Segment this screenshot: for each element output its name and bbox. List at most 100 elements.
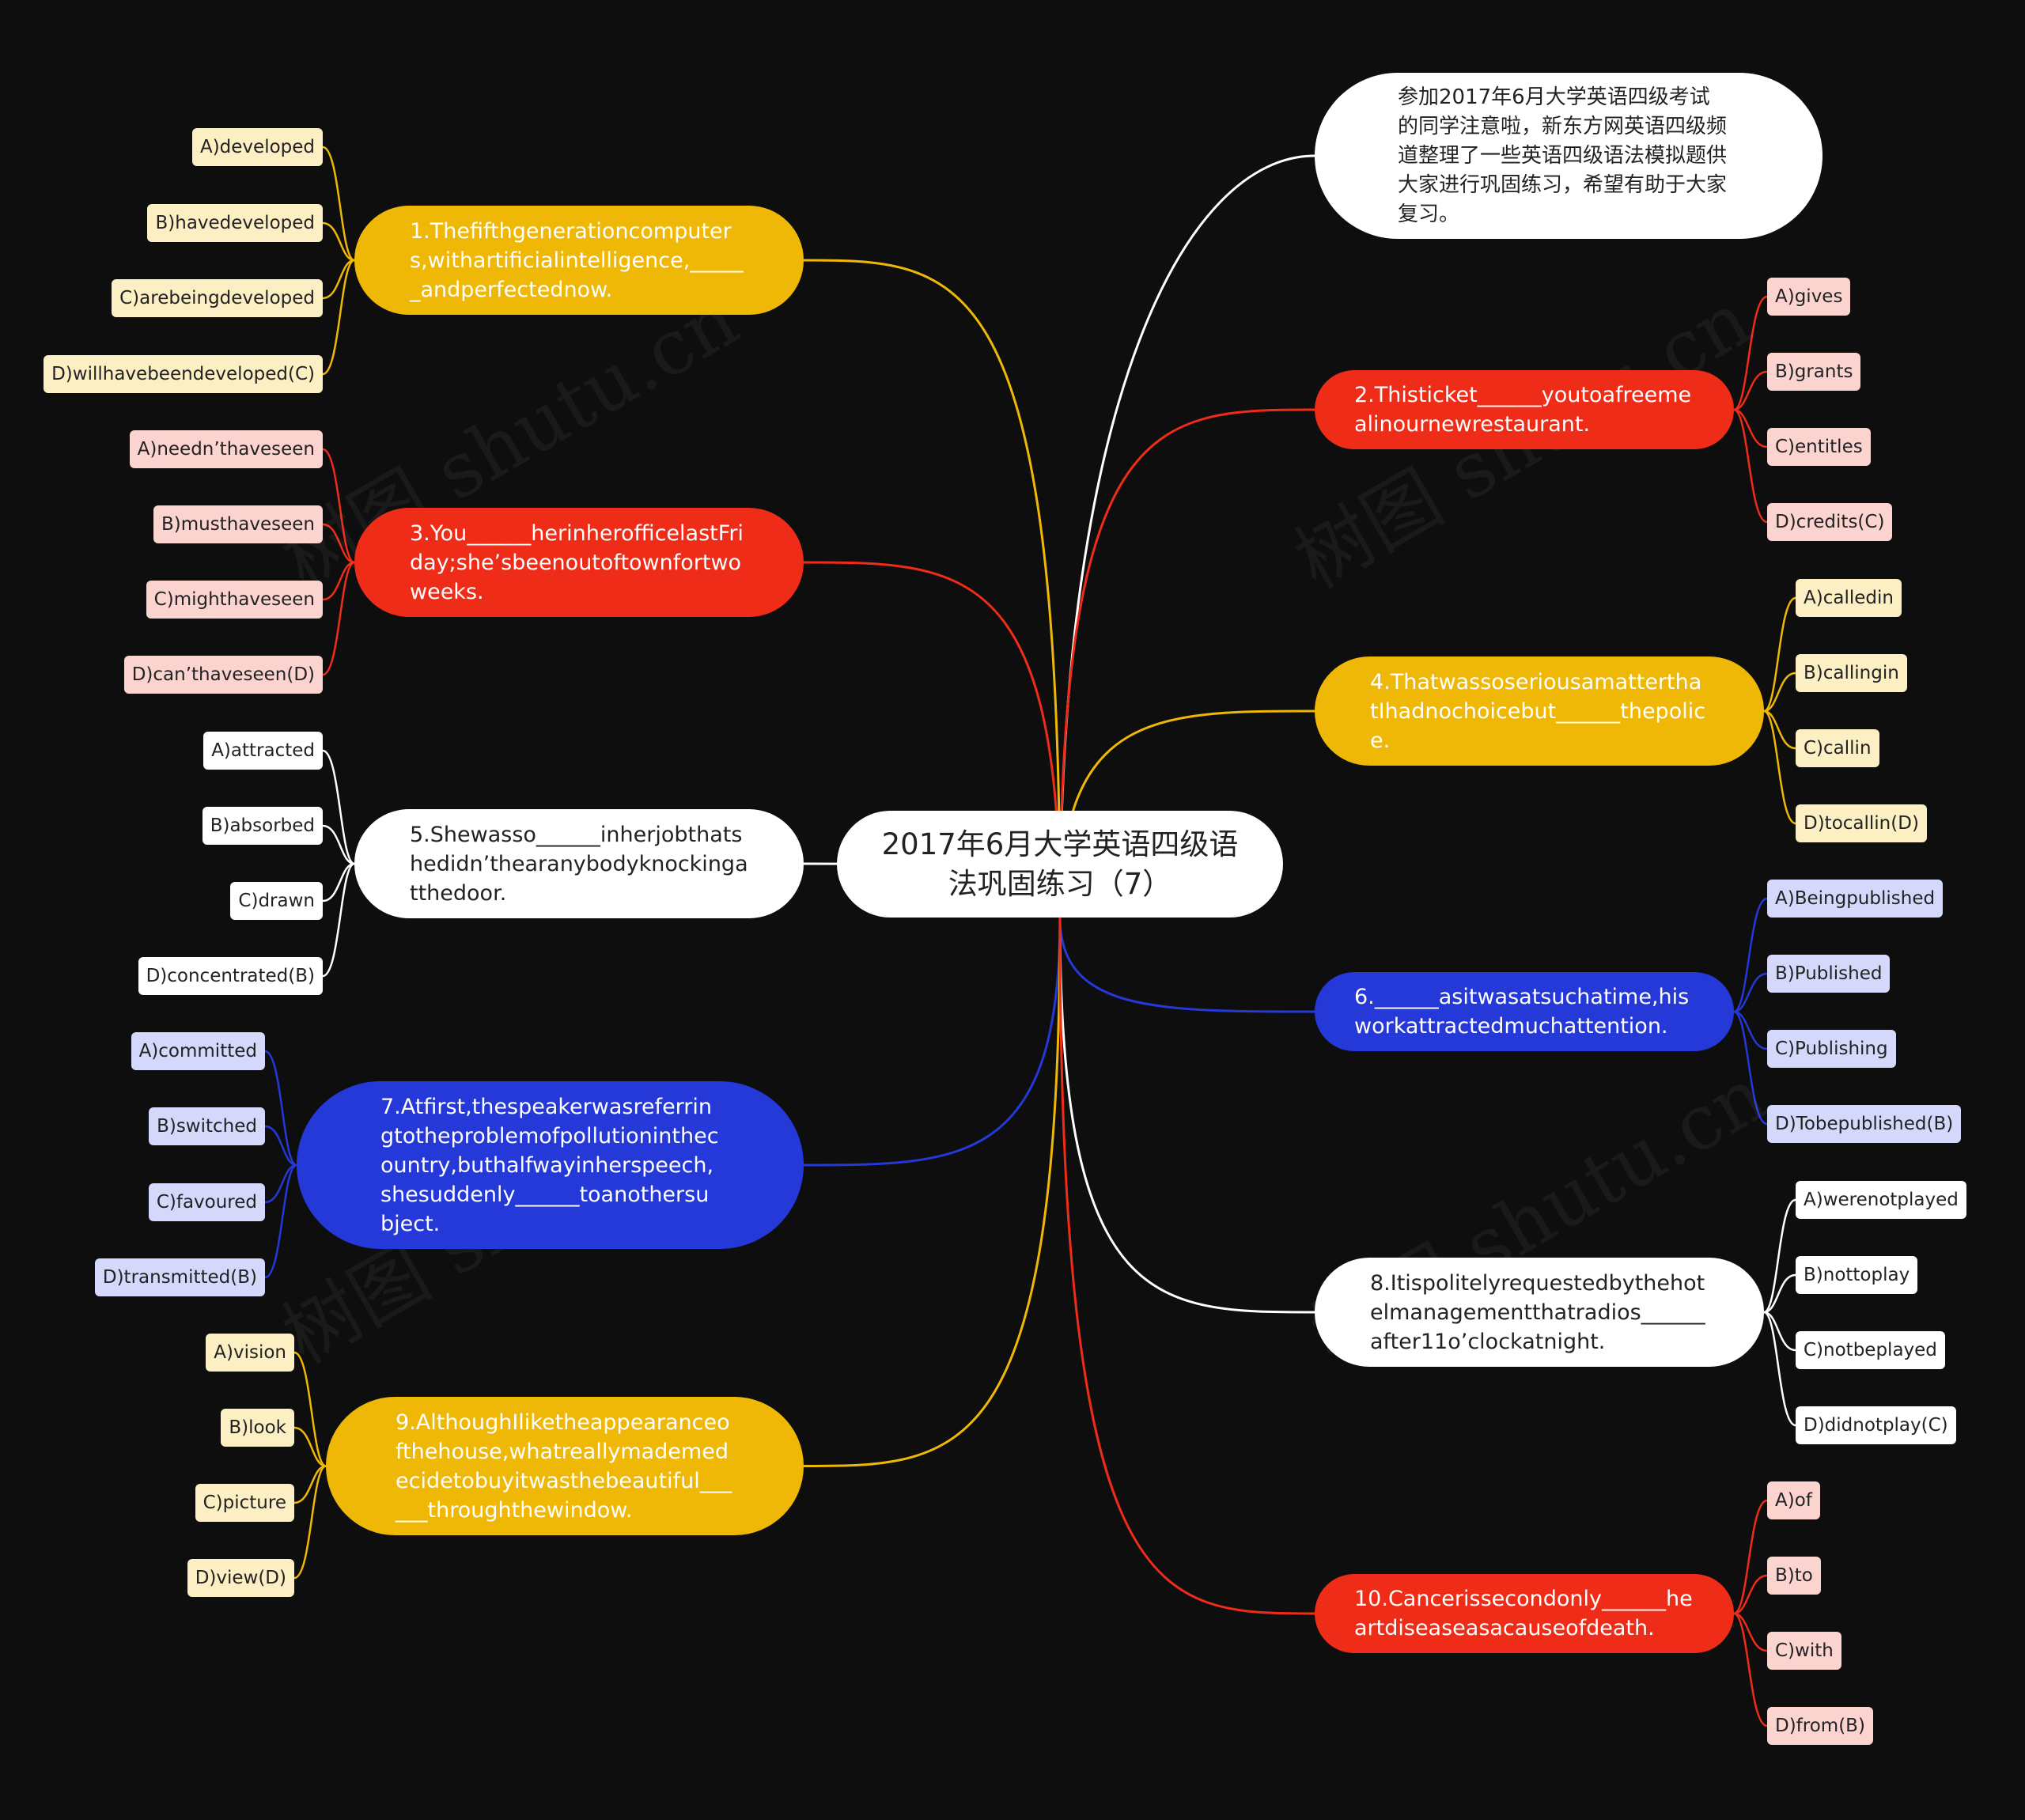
connector-option-6-2 (1733, 1010, 1768, 1050)
connector-question-6 (1058, 917, 1315, 1013)
connector-question-9 (803, 917, 1062, 1467)
connector-option-1-0 (322, 146, 355, 262)
option-2-c[interactable]: C)entitles (1767, 428, 1871, 466)
option-8-c[interactable]: C)notbeplayed (1796, 1331, 1945, 1369)
connector-option-6-0 (1733, 897, 1768, 1013)
question-text-1: 1.Thefifthgenerationcomputers,withartifi… (410, 218, 744, 302)
option-9-d[interactable]: D)view(D) (187, 1559, 294, 1597)
option-1-b[interactable]: B)havedeveloped (147, 204, 323, 242)
option-4-d[interactable]: D)tocallin(D) (1796, 804, 1927, 842)
option-10-a[interactable]: A)of (1767, 1481, 1820, 1519)
question-node-3[interactable]: 3.You______herinherofficelastFriday;she’… (354, 508, 804, 617)
connector-option-1-1 (322, 221, 355, 262)
option-7-c[interactable]: C)favoured (148, 1183, 265, 1221)
connector-option-7-3 (264, 1164, 297, 1279)
question-node-9[interactable]: 9.AlthoughIliketheappearanceofthehouse,w… (326, 1397, 804, 1535)
connector-question-7 (803, 917, 1062, 1167)
intro-node[interactable]: 参加2017年6月大学英语四级考试的同学注意啦，新东方网英语四级频道整理了一些英… (1315, 73, 1822, 239)
option-10-b[interactable]: B)to (1767, 1557, 1821, 1595)
connector-option-8-3 (1763, 1311, 1796, 1427)
option-4-a[interactable]: A)calledin (1796, 579, 1902, 617)
option-2-a[interactable]: A)gives (1767, 278, 1851, 316)
connector-option-7-0 (264, 1050, 297, 1167)
question-text-10: 10.Cancerissecondonly______heartdiseasea… (1354, 1587, 1693, 1640)
connector-option-4-3 (1763, 709, 1796, 825)
option-9-c[interactable]: C)picture (195, 1484, 294, 1522)
option-6-b[interactable]: B)Published (1767, 955, 1891, 993)
question-text-5: 5.Shewasso______inherjobthatshedidn’thea… (410, 822, 748, 906)
option-1-a[interactable]: A)developed (191, 128, 323, 166)
option-6-d[interactable]: D)Tobepublished(B) (1767, 1105, 1962, 1143)
option-5-b[interactable]: B)absorbed (202, 807, 323, 845)
question-node-8[interactable]: 8.Itispolitelyrequestedbythehotelmanagem… (1315, 1258, 1764, 1367)
option-6-a[interactable]: A)Beingpublished (1767, 880, 1944, 918)
question-node-5[interactable]: 5.Shewasso______inherjobthatshedidn’thea… (354, 809, 804, 918)
connector-option-9-1 (293, 1426, 327, 1467)
option-3-a[interactable]: A)needn’thaveseen (129, 430, 323, 468)
option-6-c[interactable]: C)Publishing (1767, 1030, 1896, 1068)
connector-option-7-1 (264, 1125, 297, 1167)
option-5-d[interactable]: D)concentrated(B) (138, 957, 323, 995)
option-7-a[interactable]: A)committed (131, 1032, 265, 1070)
option-10-d[interactable]: D)from(B) (1767, 1707, 1873, 1745)
connector-option-2-2 (1733, 408, 1768, 448)
option-9-a[interactable]: A)vision (206, 1334, 294, 1372)
question-node-6[interactable]: 6.______asitwasatsuchatime,hisworkattrac… (1315, 972, 1734, 1051)
connector-option-7-2 (264, 1164, 297, 1204)
option-1-c[interactable]: C)arebeingdeveloped (112, 279, 323, 317)
connector-option-2-1 (1733, 370, 1768, 411)
connector-option-2-3 (1733, 408, 1768, 524)
option-4-b[interactable]: B)callingin (1796, 654, 1907, 692)
question-text-7: 7.Atfirst,thespeakerwasreferringtothepro… (380, 1094, 719, 1236)
question-text-8: 8.Itispolitelyrequestedbythehotelmanagem… (1370, 1270, 1705, 1354)
question-node-4[interactable]: 4.ThatwassoseriousamatterthatIhadnochoic… (1315, 656, 1764, 766)
connector-option-8-1 (1763, 1273, 1796, 1314)
option-7-d[interactable]: D)transmitted(B) (94, 1258, 265, 1296)
option-8-a[interactable]: A)werenotplayed (1796, 1181, 1966, 1219)
connector-option-9-3 (293, 1465, 327, 1580)
option-3-c[interactable]: C)mighthaveseen (146, 581, 323, 619)
option-10-c[interactable]: C)with (1767, 1632, 1841, 1670)
connector-option-10-3 (1733, 1612, 1768, 1727)
option-2-d[interactable]: D)credits(C) (1767, 503, 1893, 541)
connector-option-1-3 (322, 259, 355, 376)
option-3-d[interactable]: D)can’thaveseen(D) (123, 656, 323, 694)
option-8-b[interactable]: B)nottoplay (1796, 1256, 1918, 1294)
connector-option-8-2 (1763, 1311, 1796, 1352)
option-7-b[interactable]: B)switched (149, 1107, 265, 1145)
intro-text: 参加2017年6月大学英语四级考试的同学注意啦，新东方网英语四级频道整理了一些英… (1398, 85, 1728, 226)
question-text-2: 2.Thisticket______youtoafreemealinournew… (1354, 383, 1692, 437)
question-text-9: 9.AlthoughIliketheappearanceofthehouse,w… (396, 1409, 732, 1523)
question-node-10[interactable]: 10.Cancerissecondonly______heartdiseasea… (1315, 1574, 1734, 1653)
connector-question-10 (1058, 917, 1315, 1615)
connector-option-5-0 (322, 749, 355, 865)
option-5-a[interactable]: A)attracted (203, 732, 323, 770)
connector-option-10-0 (1733, 1499, 1768, 1615)
question-node-7[interactable]: 7.Atfirst,thespeakerwasreferringtothepro… (297, 1081, 804, 1249)
connector-option-1-2 (322, 259, 355, 300)
connector-option-8-0 (1763, 1198, 1796, 1314)
connector-option-9-2 (293, 1465, 327, 1504)
question-node-1[interactable]: 1.Thefifthgenerationcomputers,withartifi… (354, 206, 804, 315)
connector-option-6-1 (1733, 972, 1768, 1013)
connector-option-5-2 (322, 862, 355, 902)
question-text-4: 4.ThatwassoseriousamatterthatIhadnochoic… (1370, 669, 1706, 753)
option-5-c[interactable]: C)drawn (230, 882, 323, 920)
connector-option-4-2 (1763, 709, 1796, 750)
connector-option-4-1 (1763, 672, 1796, 713)
question-text-3: 3.You______herinherofficelastFriday;she’… (410, 520, 744, 604)
connector-option-5-3 (322, 862, 355, 978)
option-2-b[interactable]: B)grants (1767, 353, 1861, 391)
option-8-d[interactable]: D)didnotplay(C) (1796, 1406, 1956, 1444)
option-9-b[interactable]: B)look (221, 1409, 294, 1447)
connector-option-5-1 (322, 824, 355, 865)
option-1-d[interactable]: D)willhavebeendeveloped(C) (44, 355, 323, 393)
option-3-b[interactable]: B)musthaveseen (153, 505, 323, 543)
question-text-6: 6.______asitwasatsuchatime,hisworkattrac… (1354, 985, 1690, 1039)
question-node-2[interactable]: 2.Thisticket______youtoafreemealinournew… (1315, 370, 1734, 449)
option-4-c[interactable]: C)callin (1796, 729, 1879, 767)
central-topic-label: 2017年6月大学英语四级语法巩固练习（7） (881, 827, 1239, 901)
central-topic[interactable]: 2017年6月大学英语四级语法巩固练习（7） (837, 811, 1283, 918)
connector-question-8 (1058, 917, 1315, 1314)
